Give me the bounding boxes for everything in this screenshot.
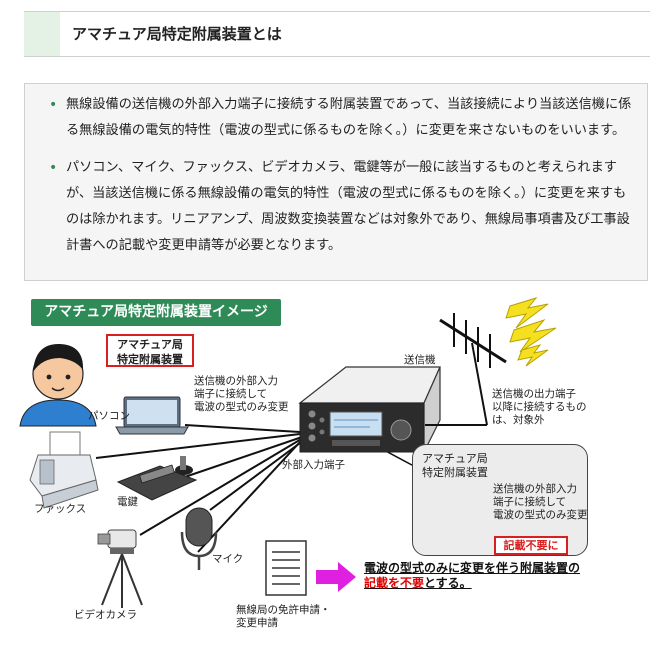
device-label-line-1: アマチュア局 [117, 338, 183, 351]
definition-text-1: 無線設備の送信機の外部入力端子に接続する附属装置であって、当該接続により当該送信… [66, 97, 632, 138]
pc-note-line-1: 送信機の外部入力 [194, 375, 278, 387]
laptop-icon [115, 396, 189, 435]
callout-bubble [412, 444, 588, 556]
document-icon [265, 540, 307, 596]
bullet-icon: • [49, 97, 58, 113]
output-note-line-3: は、対象外 [492, 414, 545, 426]
fax-label: ファックス [34, 503, 87, 515]
definition-list: • 無線設備の送信機の外部入力端子に接続する附属装置であって、当該接続により当該送… [47, 92, 633, 270]
arrow-icon [316, 562, 356, 592]
document-label: 無線局の免許申請・ 変更申請 [236, 604, 331, 630]
pc-label: パソコン [88, 410, 130, 422]
bullet-icon: • [49, 160, 58, 176]
fax-icon [29, 431, 99, 509]
header-accent [24, 12, 60, 56]
conclusion-line-2: 記載を不要とする。 [364, 576, 580, 591]
input-terminal-label: 外部入力端子 [282, 459, 345, 471]
user-icon [19, 343, 97, 427]
camera-label: ビデオカメラ [74, 609, 137, 621]
key-label: 電鍵 [117, 496, 138, 508]
list-item: • 無線設備の送信機の外部入力端子に接続する附属装置であって、当該接続により当該送… [47, 92, 633, 144]
pc-note-line-3: 電波の型式のみ変更 [194, 401, 289, 413]
mic-label: マイク [212, 553, 244, 565]
definition-box: • 無線設備の送信機の外部入力端子に接続する附属装置であって、当該接続により当該送… [24, 83, 648, 281]
not-required-badge: 記載不要に [494, 536, 568, 555]
callout-note: 送信機の外部入力 端子に接続して 電波の型式のみ変更 [493, 483, 588, 522]
page-title: アマチュア局特定附属装置とは [72, 25, 282, 43]
callout-title-line-2: 特定附属装置 [422, 466, 488, 479]
callout-title-line-1: アマチュア局 [422, 452, 488, 465]
output-note: 送信機の出力端子 以降に接続するもの は、対象外 [492, 388, 587, 427]
video-camera-icon [97, 529, 143, 608]
device-label-box: アマチュア局 特定附属装置 [106, 334, 194, 367]
pc-note: 送信機の外部入力 端子に接続して 電波の型式のみ変更 [194, 375, 289, 414]
output-note-line-2: 以降に接続するもの [492, 401, 587, 413]
diagram-title-ribbon: アマチュア局特定附属装置イメージ [31, 299, 281, 326]
transmitter-label: 送信機 [404, 354, 436, 366]
callout-note-line-2: 端子に接続して [493, 496, 567, 508]
radio-wave-icon [505, 297, 557, 367]
transmitter-icon [298, 366, 441, 453]
conclusion-emphasis: 記載を不要 [364, 576, 425, 590]
antenna-icon [425, 313, 507, 426]
telegraph-key-icon [116, 456, 198, 501]
document-label-line-1: 無線局の免許申請・ [236, 604, 331, 616]
callout-note-line-1: 送信機の外部入力 [493, 483, 577, 495]
output-note-line-1: 送信機の出力端子 [492, 388, 576, 400]
conclusion-tail: とする。 [424, 576, 472, 590]
definition-text-2: パソコン、マイク、ファックス、ビデオカメラ、電鍵等が一般に該当するものと考えられ… [66, 160, 630, 253]
device-label-line-2: 特定附属装置 [117, 353, 183, 366]
conclusion-text: 電波の型式のみに変更を伴う附属装置の 記載を不要とする。 [364, 561, 580, 591]
pc-note-line-2: 端子に接続して [194, 388, 268, 400]
conclusion-line-1: 電波の型式のみに変更を伴う附属装置の [364, 561, 581, 575]
callout-title: アマチュア局 特定附属装置 [422, 452, 488, 480]
document-label-line-2: 変更申請 [236, 617, 278, 629]
microphone-icon [180, 507, 218, 570]
section-header: アマチュア局特定附属装置とは [24, 11, 650, 57]
callout-note-line-3: 電波の型式のみ変更 [493, 509, 588, 521]
list-item: • パソコン、マイク、ファックス、ビデオカメラ、電鍵等が一般に該当するものと考えら… [47, 155, 633, 259]
